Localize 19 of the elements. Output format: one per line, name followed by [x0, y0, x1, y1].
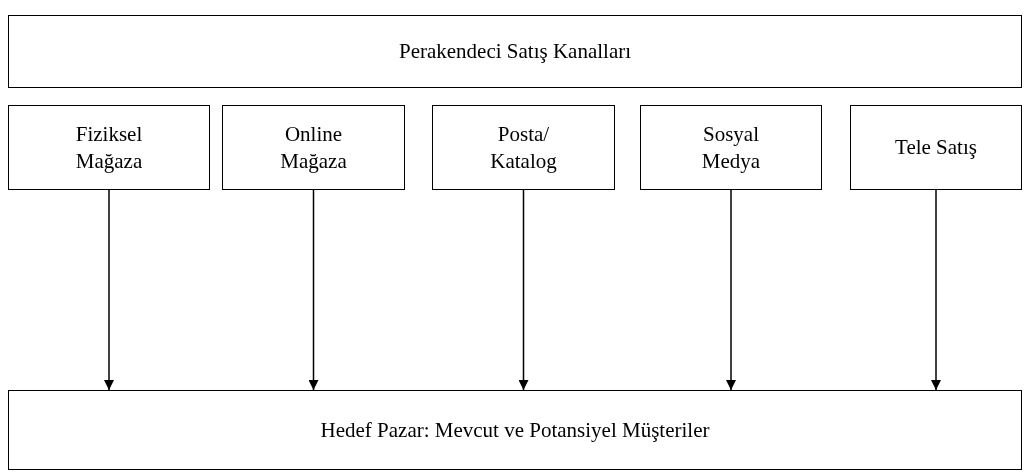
box-label: Perakendeci Satış Kanalları	[398, 38, 632, 65]
channel-box	[8, 105, 210, 190]
box-label: Sosyal Medya	[700, 121, 762, 174]
arrow	[518, 189, 529, 391]
header-box	[8, 15, 1022, 88]
arrow	[726, 189, 736, 391]
channel-box	[432, 105, 615, 190]
channel-box	[222, 105, 405, 190]
channel-box	[850, 105, 1022, 190]
box-label: Tele Satış	[895, 134, 977, 161]
arrow	[931, 189, 941, 391]
box-label: Hedef Pazar: Mevcut ve Potansiyel Müşteriler	[320, 416, 710, 444]
box-label: Fiziksel Mağaza	[74, 121, 144, 174]
arrow	[308, 189, 319, 391]
box-label: Posta/ Katalog	[489, 121, 558, 174]
channel-box	[640, 105, 822, 190]
target-box	[8, 390, 1022, 470]
box-label: Online Mağaza	[279, 121, 348, 174]
arrow	[104, 189, 114, 391]
